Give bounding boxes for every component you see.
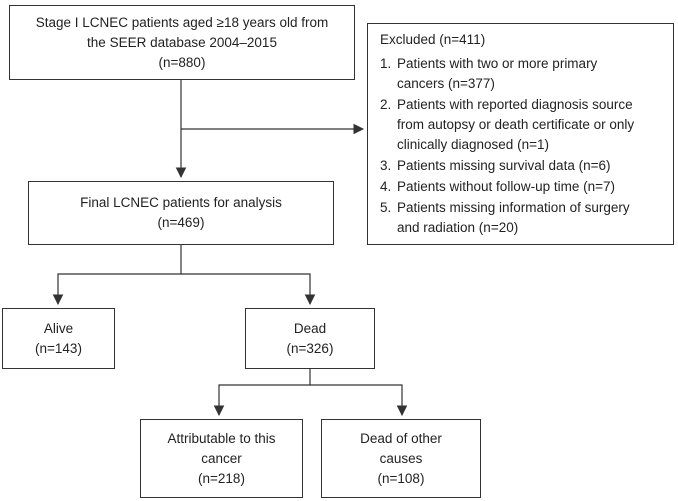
other-causes-label-1: Dead of other <box>360 430 442 446</box>
connector-final-to-dead <box>181 273 316 306</box>
exclusion-item-1: 1. Patients with two or more primary can… <box>380 54 665 94</box>
source-box: Stage I LCNEC patients aged ≥18 years ol… <box>9 5 355 80</box>
final-cohort-label: Final LCNEC patients for analysis <box>80 195 282 210</box>
exclusion-number: 1. <box>380 56 392 71</box>
exclusion-text: Patients with reported diagnosis source <box>397 97 633 112</box>
other-causes-label-2: causes <box>379 450 423 466</box>
exclusion-number: 4. <box>380 179 392 194</box>
exclusion-text: Patients missing information of surgery <box>397 200 630 215</box>
final-cohort-count: (n=469) <box>157 215 205 230</box>
alive-box: Alive (n=143) <box>2 308 115 369</box>
exclusion-text: cancers (n=377) <box>397 76 495 91</box>
connector-dead-down <box>213 369 311 417</box>
excluded-box: Excluded (n=411) 1. Patients with two or… <box>367 23 674 245</box>
source-count: (n=880) <box>158 54 206 70</box>
exclusion-text: clinically diagnosed (n=1) <box>397 137 549 152</box>
exclusion-text: from autopsy or death certificate or onl… <box>397 117 635 132</box>
attributable-box: Attributable to this cancer (n=218) <box>140 419 303 498</box>
exclusion-number: 3. <box>380 158 392 173</box>
other-causes-count: (n=108) <box>377 470 425 486</box>
connector-dead-to-other <box>310 384 408 417</box>
excluded-title: Excluded (n=411) <box>380 32 486 47</box>
exclusion-item-3: 3. Patients missing survival data (n=6) <box>380 156 665 176</box>
dead-count: (n=326) <box>286 340 334 356</box>
final-cohort-box: Final LCNEC patients for analysis (n=469… <box>28 181 334 245</box>
alive-count: (n=143) <box>35 340 82 356</box>
alive-label: Alive <box>43 320 74 336</box>
attributable-count: (n=218) <box>198 470 245 486</box>
exclusion-item-4: 4. Patients without follow-up time (n=7) <box>380 177 665 197</box>
exclusion-text: Patients missing survival data (n=6) <box>397 158 611 173</box>
exclusion-number: 5. <box>380 200 392 215</box>
attributable-label-2: cancer <box>201 450 242 466</box>
exclusion-text: and radiation (n=20) <box>397 220 519 235</box>
dead-label: Dead <box>293 320 327 336</box>
source-line-1: Stage I LCNEC patients aged ≥18 years ol… <box>35 14 329 30</box>
exclusion-number: 2. <box>380 97 392 112</box>
source-line-2: the SEER database 2004–2015 <box>87 34 277 50</box>
exclusion-item-5: 5. Patients missing information of surge… <box>380 198 665 238</box>
connector-final-down <box>52 245 182 306</box>
exclusion-text: Patients with two or more primary <box>397 56 598 71</box>
dead-box: Dead (n=326) <box>245 308 375 369</box>
attributable-label-1: Attributable to this <box>167 430 276 446</box>
exclusion-item-2: 2. Patients with reported diagnosis sour… <box>380 95 665 155</box>
exclusion-text: Patients without follow-up time (n=7) <box>397 179 615 194</box>
exclusion-list: 1. Patients with two or more primary can… <box>380 54 665 238</box>
other-causes-box: Dead of other causes (n=108) <box>321 419 481 498</box>
